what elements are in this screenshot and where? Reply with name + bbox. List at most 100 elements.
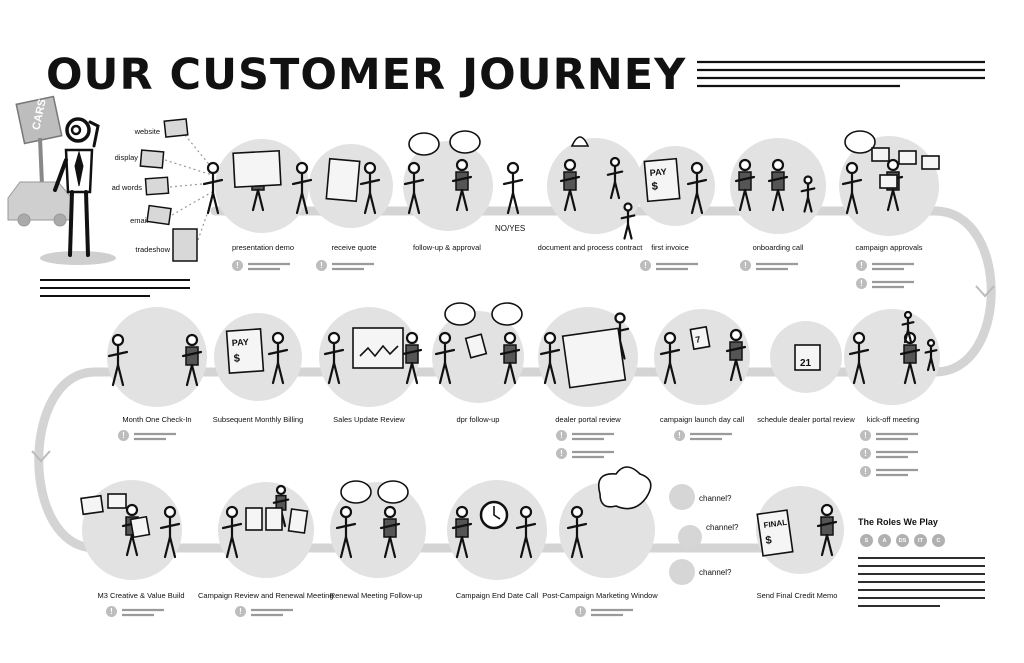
sales-chart-board-icon — [352, 327, 404, 369]
final-text: FINAL — [763, 518, 788, 530]
step-circle-11 — [432, 311, 524, 403]
step-label-sales-update-review: Sales Update Review — [333, 415, 405, 424]
step-label-month-one-checkin: Month One Check-In — [122, 415, 192, 424]
stick-figures — [107, 156, 938, 559]
person-icon — [659, 331, 681, 385]
step-label-m3-creative: M3 Creative & Value Build — [97, 591, 185, 600]
note-alert-icon: ! — [860, 466, 871, 477]
step-label-first-invoice: first invoice — [651, 243, 689, 252]
person-icon — [539, 331, 561, 385]
calendar-day-text: 21 — [800, 358, 812, 369]
review-card-icon — [287, 508, 309, 534]
step-label-document-contract: document and process contract — [537, 243, 643, 252]
person-icon — [359, 161, 381, 215]
car-icon — [7, 181, 73, 227]
review-card-icon — [245, 507, 263, 531]
website-thumbnail — [163, 118, 189, 138]
person-icon — [291, 161, 313, 215]
step-label-post-campaign-window: Post-Campaign Marketing Window — [542, 591, 658, 600]
note-alert-icon: ! — [232, 260, 243, 271]
decision-label: NO/YES — [495, 224, 526, 233]
speech-bubble-icon — [408, 132, 440, 156]
note-alert-icon: ! — [556, 430, 567, 441]
speech-bubble-icon — [340, 480, 372, 504]
person-icon — [767, 158, 789, 212]
note-alert-icon: ! — [235, 606, 246, 617]
source-thumbnails — [139, 118, 198, 262]
role-badge-it: IT — [914, 534, 927, 547]
step-circle-18 — [330, 482, 426, 578]
step-circle-13 — [654, 309, 750, 405]
person-icon — [848, 331, 870, 385]
clock-hands-icon — [493, 506, 501, 520]
speech-bubble-icon — [844, 130, 876, 154]
note-alert-icon: ! — [860, 430, 871, 441]
speech-bubble-icon — [444, 302, 476, 326]
person-icon — [434, 331, 456, 385]
invoice-card-icon — [643, 157, 681, 203]
role-badge-s: S — [860, 534, 873, 547]
speech-bubble-icon — [449, 130, 481, 154]
step-label-renewal-meeting: Campaign Review and Renewal Meeting — [198, 591, 334, 600]
customer-figure-icon — [53, 117, 100, 257]
final-memo-card-icon — [756, 509, 794, 557]
note-alert-icon: ! — [674, 430, 685, 441]
source-label-ad-words: ad words — [111, 183, 142, 192]
step-circle-15 — [844, 309, 940, 405]
step-label-presentation-demo: presentation demo — [231, 243, 295, 252]
person-icon — [403, 161, 425, 215]
step-circle-8 — [107, 307, 207, 407]
step-label-onboarding-call: onboarding call — [752, 243, 804, 252]
source-label-website: website — [134, 127, 160, 136]
review-card-icon — [265, 507, 283, 531]
pay-text: PAY — [649, 167, 667, 178]
person-icon — [159, 505, 181, 559]
approval-card-icon — [871, 147, 890, 162]
step-label-kick-off-meeting: kick-off meeting — [866, 415, 920, 424]
source-label-email: email — [130, 216, 148, 225]
creative-card-icon — [107, 493, 127, 509]
calendar-icon — [794, 344, 821, 371]
creative-card-icon — [80, 494, 104, 516]
speech-bubble-icon — [377, 480, 409, 504]
note-alert-icon: ! — [575, 606, 586, 617]
step-label-final-credit-memo: Send Final Credit Memo — [756, 591, 838, 600]
person-icon — [725, 328, 747, 382]
person-icon — [620, 202, 636, 240]
email-thumbnail — [146, 204, 172, 226]
chart-line-icon — [359, 344, 399, 358]
step-label-subsequent-billing: Subsequent Monthly Billing — [212, 415, 304, 424]
person-icon — [816, 503, 838, 557]
step-label-receive-quote: receive quote — [331, 243, 377, 252]
note-alert-icon: ! — [640, 260, 651, 271]
tradeshow-thumbnail — [172, 228, 198, 262]
display-thumbnail — [139, 149, 165, 169]
source-label-tradeshow: tradeshow — [135, 245, 170, 254]
person-icon — [559, 158, 581, 212]
note-alert-icon: ! — [860, 448, 871, 459]
person-icon — [800, 175, 816, 213]
step-label-launch-day-call: campaign launch day call — [659, 415, 745, 424]
step-label-dealer-portal-review: dealer portal review — [555, 415, 621, 424]
person-icon — [401, 331, 423, 385]
thought-cloud-icon — [597, 466, 652, 510]
person-icon — [379, 505, 401, 559]
pay-text: PAY — [231, 337, 249, 348]
person-icon — [566, 505, 588, 559]
person-icon — [267, 331, 289, 385]
channel-label-3: channel? — [699, 568, 732, 577]
billing-card-icon — [225, 328, 265, 374]
dollar-text: $ — [651, 181, 658, 193]
step-label-campaign-approvals: campaign approvals — [855, 243, 923, 252]
person-icon — [734, 158, 756, 212]
person-icon — [451, 505, 473, 559]
person-icon — [502, 161, 524, 215]
note-alert-icon: ! — [856, 260, 867, 271]
approval-card-icon — [879, 174, 898, 189]
person-icon — [841, 161, 863, 215]
path-arrows — [31, 285, 995, 463]
step-label-campaign-end-call: Campaign End Date Call — [455, 591, 539, 600]
source-connectors — [164, 134, 213, 241]
channel-bubbles — [669, 484, 702, 585]
